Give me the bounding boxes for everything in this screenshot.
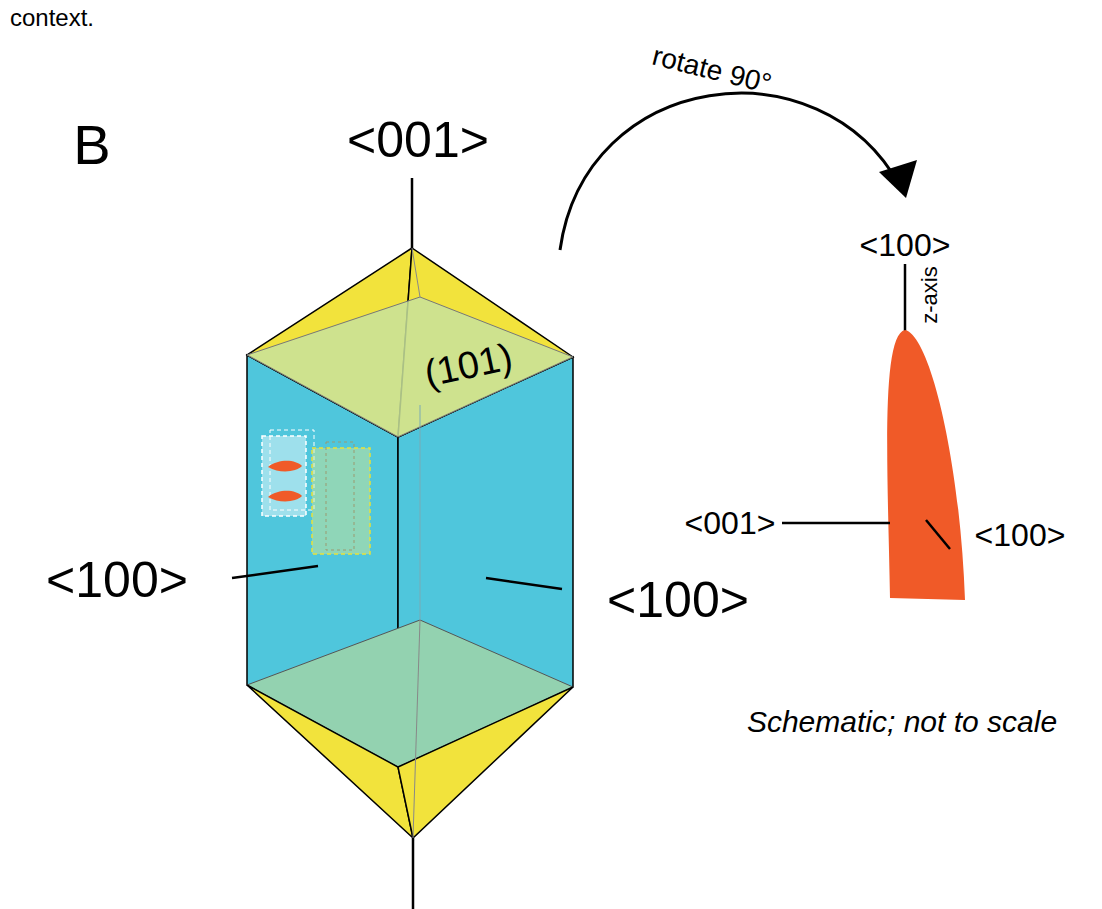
arrow-head (879, 160, 917, 198)
axis-label: <100> (46, 555, 188, 605)
face-label: (101) (421, 337, 516, 393)
axis-line (782, 522, 890, 525)
bottom-face (247, 620, 573, 767)
axis-label: <001> (347, 115, 489, 165)
panel-letter: B (73, 117, 110, 173)
sample-box (312, 448, 370, 554)
needle-tip (887, 330, 965, 600)
axis-label: <100> (607, 575, 749, 625)
pyramid-face (398, 687, 573, 838)
axis-line (411, 178, 414, 249)
axis-line (412, 838, 415, 909)
cut-caption: context. (10, 6, 94, 30)
sample-box (326, 442, 354, 550)
leader-line (232, 566, 318, 578)
leader-line (486, 578, 562, 589)
axis-label: <100> (975, 519, 1066, 551)
sample-box (262, 436, 306, 516)
hidden-edge (412, 248, 420, 297)
top-face (247, 297, 573, 437)
hidden-edge (413, 620, 420, 838)
needle-tip (268, 461, 302, 472)
axis-label: <001> (685, 507, 776, 539)
hidden-edge (420, 405, 421, 620)
axis-name: z-axis (919, 266, 941, 323)
rotate-arrow (560, 93, 900, 250)
pyramid-face (247, 685, 413, 838)
rotate-label: rotate 90° (650, 42, 775, 99)
needle-tip (268, 491, 302, 502)
axis-label: <100> (860, 229, 951, 261)
axis-line (926, 520, 950, 549)
note-text: Schematic; not to scale (747, 707, 1057, 737)
axis-line (904, 264, 907, 332)
